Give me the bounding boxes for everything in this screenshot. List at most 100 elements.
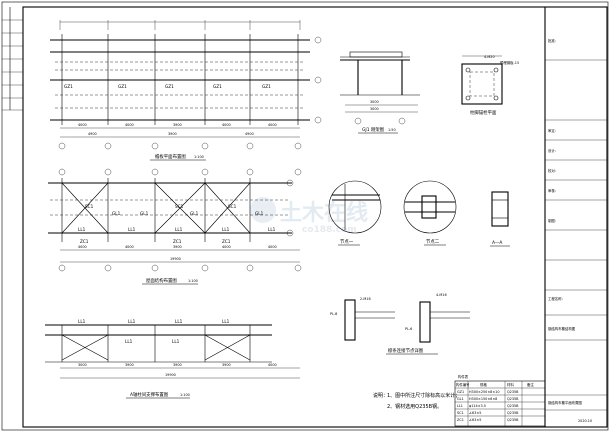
watermark-brand: 土木在线 [280,200,368,226]
roof-plan: GZ1 GZ1 GZ1 GZ1 GZ1 4000 4000 3900 4000 … [50,20,322,161]
table-cell: H300×250×8×10 [469,390,500,394]
member-label: ZC1 [222,239,231,244]
drawing-date: 2020.10 [578,419,592,423]
title-field: 批准： [548,38,558,43]
member-label: ZC1 [173,239,182,244]
table-cell: H300×150×6×8 [469,397,497,401]
watermark-url: co188.com [302,225,357,235]
title-field: 审定： [548,128,558,133]
drawing-name: 钢结构车棚平面布置图 [548,400,583,405]
member-label: LL1 [128,319,136,324]
note-line: 1、图中所注尺寸除标高以米计； [387,392,460,399]
member-label: LL1 [268,227,276,232]
table-header: 构件编号 [456,382,470,387]
watermark: 土木在线 co188.com [250,197,368,235]
title-field: 审核： [548,188,558,193]
member-label: GZ1 [165,84,174,89]
table-cell: ∠63×5 [469,418,481,422]
dimension: 4000 [125,123,134,127]
member-label: LL1 [172,339,180,344]
purlin-detail: PL-8 PL-6 2-M16 4-M16 檩条连接节点详图 [330,293,470,355]
drawing-title: A轴柱间支撑布置图 [130,391,169,398]
anchor-bolt-label: 4-M20 [484,55,495,59]
total-dimension: 19900 [165,373,176,377]
member-label: SC1 [228,204,237,209]
member-label: GL1 [112,211,121,216]
frame-detail: 3000 3000 GJ1 刚架图 1:50 [340,51,420,134]
dimension: 4000 [268,123,277,127]
section-title: A—A [492,240,502,246]
member-label: LL1 [78,319,86,324]
drawing-title: 节点二 [426,239,440,245]
node-details: 节点一 节点二 A—A [328,180,510,247]
dimension: 4000 [268,245,277,249]
drawing-title: GJ1 刚架图 [362,126,385,133]
table-cell: LL1 [457,404,463,408]
dimension: 4900 [88,132,97,136]
table-header: 规格 [480,382,487,387]
table-cell: Q235B [507,411,519,415]
dimension: 3000 [78,363,87,367]
drawing-title: 节点一 [340,239,354,245]
member-table: 构件表 构件编号 规格 材料 备注 GZ1 H300×250×8×10 Q235… [454,374,546,427]
notes-label: 说明： [373,392,388,399]
dimension: 3900 [173,363,182,367]
member-label: LL1 [128,227,136,232]
anchor-detail: 4-M20 预埋钢板-15 柱脚锚栓平面 [461,55,519,116]
inner-frame [22,6,608,428]
bolt-label: 2-M16 [360,297,371,301]
dimension: 4000 [222,123,231,127]
member-label: GZ1 [64,84,73,89]
drawing-scale: 1:50 [388,128,396,132]
dimension: 4000 [268,363,277,367]
drawing-scale: 1:100 [180,393,190,397]
binding-strip [2,19,23,111]
drawing-title: 檐板平面布置图 [155,153,186,160]
title-block: 批准： 审定： 设计： 校对： 审核： 制图： 工程名称： 钢结构车棚结构图 钢… [544,7,607,427]
anchor-plate-note: 预埋钢板-15 [500,60,519,65]
dimension: 3000 [370,100,379,104]
member-label: ZC1 [80,239,89,244]
member-label: GL1 [190,211,199,216]
member-label: GL1 [255,211,264,216]
dimension: 3900 [173,123,182,127]
member-label: GZ1 [118,84,127,89]
table-title: 构件表 [458,374,469,379]
drawing-title: 檩条连接节点详图 [388,347,424,354]
table-cell: ZC1 [457,418,464,422]
plate-label: PL-8 [330,312,337,316]
member-label: LL1 [222,319,230,324]
member-label: GZ1 [213,84,222,89]
title-field: 校对： [548,168,558,173]
dimension: 4000 [125,245,134,249]
table-cell: GZ1 [457,390,464,394]
table-cell: SC1 [457,411,464,415]
title-field: 工程名称： [548,296,565,301]
member-label: GL1 [140,211,149,216]
drawing-scale: 1:100 [188,279,198,283]
member-label: LL1 [175,319,183,324]
dimension: 4000 [78,245,87,249]
member-label: LL1 [125,339,133,344]
member-label: LL1 [78,227,86,232]
member-label: LL1 [175,227,183,232]
table-cell: Q235B [507,390,519,394]
bolt-label: 4-M16 [436,293,447,297]
table-header: 备注 [527,382,534,387]
dimension: 3000 [370,107,379,111]
dimension: 3900 [125,363,134,367]
dimension: 4000 [222,245,231,249]
dimension: 3900 [168,132,177,136]
table-cell: ∠63×5 [469,411,481,415]
dimension: 3900 [173,245,182,249]
table-cell: φ114×3.5 [469,404,486,408]
plate-label: PL-6 [405,327,412,331]
dimension: 3900 [222,363,231,367]
note-line: 2、钢材选用Q235B钢。 [387,403,442,410]
bracing-elevation: LL1 LL1 LL1 LL1 LL1 LL1 3000 3900 3900 3… [45,319,300,399]
title-field: 制图： [548,218,558,223]
dimension: 4000 [78,123,87,127]
roof-structure-plan: SC1 GL1 GL1 SC1 GL1 GL1 SC1 LL1 LL1 LL1 … [48,168,302,285]
